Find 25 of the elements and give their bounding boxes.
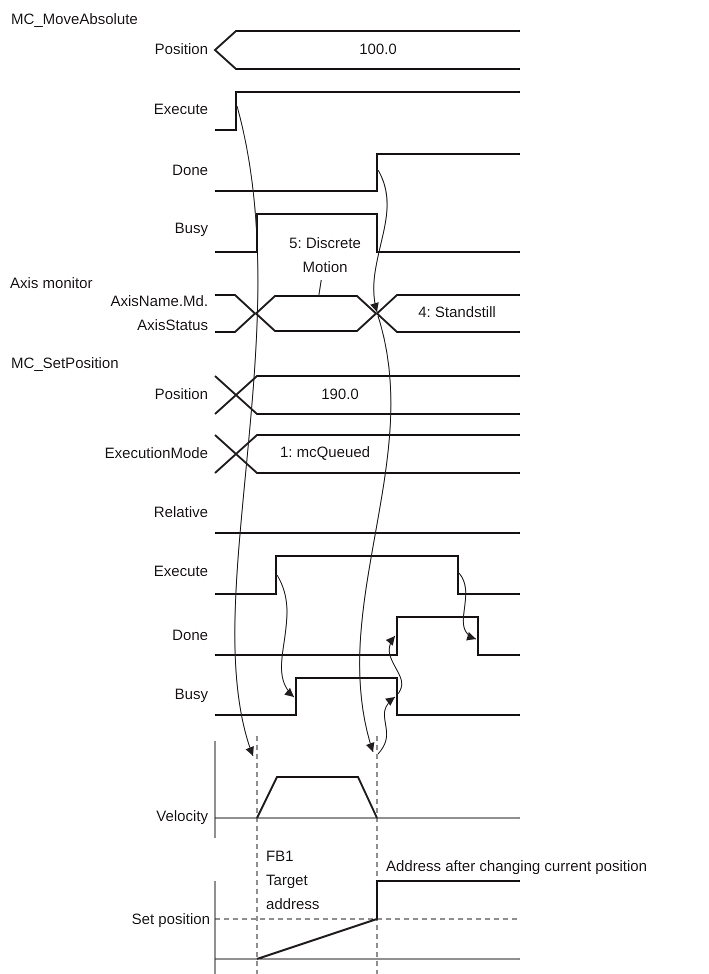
- signal-label: Relative: [154, 504, 208, 522]
- signal-label: Done: [172, 627, 208, 645]
- signal-label: ExecutionMode: [104, 445, 208, 463]
- signal-label: MC_MoveAbsolute: [11, 11, 138, 29]
- signal-label: Address after changing current position: [386, 858, 647, 876]
- signal-label: Position: [154, 386, 208, 404]
- status-segment: [255, 295, 377, 332]
- signal-label: 100.0: [359, 41, 397, 59]
- signal-label: Position: [154, 41, 208, 59]
- signal-label: AxisName.Md. AxisStatus: [109, 292, 208, 336]
- signal-label: Execute: [154, 101, 208, 119]
- signal-label: FB1 Target address: [266, 847, 320, 915]
- signal-label: Done: [172, 162, 208, 180]
- signal-label: 190.0: [321, 386, 359, 404]
- signal-label: Busy: [174, 220, 208, 238]
- signal-label: 1: mcQueued: [280, 444, 370, 462]
- signal-label: Execute: [154, 563, 208, 581]
- state-label: 5: Discrete Motion: [279, 232, 371, 280]
- leader-line: [318, 280, 322, 296]
- signal-label: Set position: [132, 911, 210, 929]
- signal-label: MC_SetPosition: [11, 355, 119, 373]
- signal-label: Busy: [174, 686, 208, 704]
- signal-label: Axis monitor: [10, 275, 93, 293]
- signal-label: 4: Standstill: [418, 304, 496, 322]
- signal-label: Velocity: [156, 808, 208, 826]
